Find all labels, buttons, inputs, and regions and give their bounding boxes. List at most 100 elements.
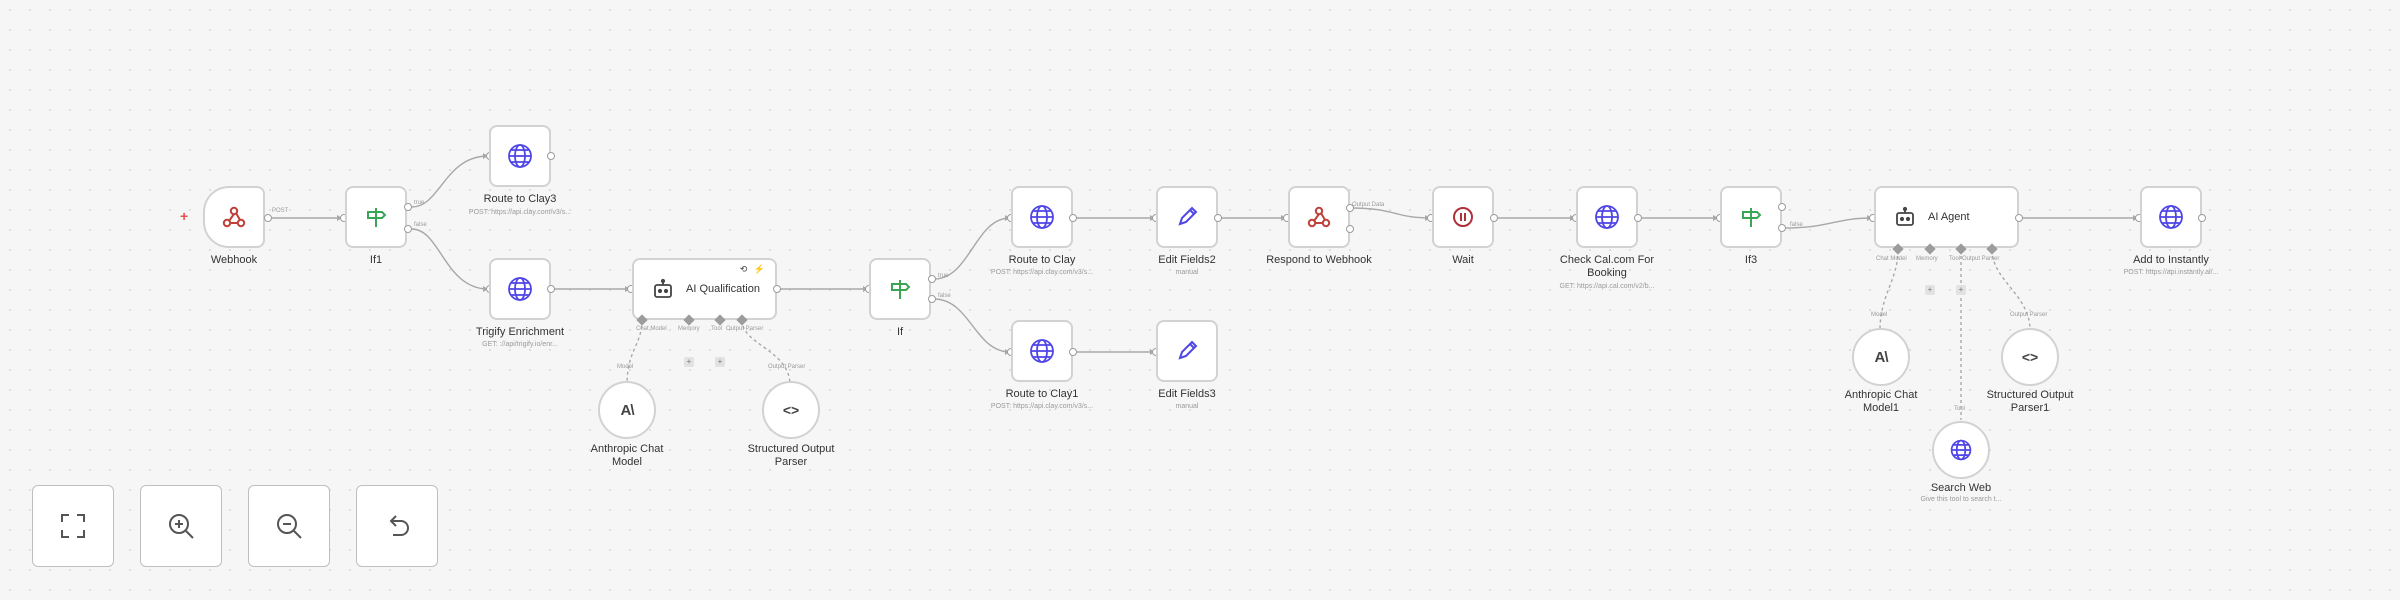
edit3-label: Edit Fields3 xyxy=(1158,388,1216,400)
add-trigger-plus-icon[interactable]: + xyxy=(180,208,189,224)
if1-true-port[interactable] xyxy=(404,203,412,211)
aiagent-chatmodel-label: Chat Model xyxy=(1876,256,1907,262)
trigify-label: Trigify Enrichment xyxy=(475,326,565,338)
aiagent-add-memory-button[interactable]: + xyxy=(1925,285,1935,295)
aiqual-title: AI Qualification xyxy=(686,283,760,295)
anthropic1-label-line1: Anthropic Chat xyxy=(590,443,664,455)
checkcal-sublabel: GET: https://api.cal.com/v2/b... xyxy=(1559,283,1655,290)
webhook-output-label: POST xyxy=(272,208,289,214)
routeclay3-label: Route to Clay3 xyxy=(483,193,557,205)
node-route-to-clay1[interactable] xyxy=(1011,320,1073,382)
parser2-label-line2: Parser1 xyxy=(2010,402,2050,414)
node-add-to-instantly[interactable] xyxy=(2140,186,2202,248)
anthropic2-port-label: Model xyxy=(1871,312,1888,318)
node-anthropic-chat-model[interactable]: A\ xyxy=(598,381,656,439)
if-true-port[interactable] xyxy=(928,275,936,283)
if-label: If xyxy=(896,326,904,338)
if-signpost-icon xyxy=(1742,208,1762,227)
robot-icon xyxy=(654,278,672,298)
if-true-label: true xyxy=(938,273,949,279)
if-false-port[interactable] xyxy=(928,295,936,303)
zoom-in-button[interactable] xyxy=(140,485,222,567)
respond-output-label: Output Data xyxy=(1352,202,1385,208)
zoom-in-icon xyxy=(169,514,194,539)
node-trigify-enrichment[interactable] xyxy=(489,258,551,320)
anthropic2-label-line1: Anthropic Chat xyxy=(1844,389,1918,401)
edit3-sublabel: manual xyxy=(1175,403,1199,410)
searchweb-sublabel: Give this tool to search t... xyxy=(1920,496,2002,503)
node-wait[interactable] xyxy=(1432,186,1494,248)
node-search-web[interactable] xyxy=(1932,421,1990,479)
aiqual-parser-label: Output Parser xyxy=(726,326,764,332)
webhook-icon xyxy=(222,206,246,228)
if3-false-port[interactable] xyxy=(1778,224,1786,232)
node-respond-to-webhook[interactable] xyxy=(1288,186,1350,248)
pause-icon xyxy=(1453,207,1473,227)
routeclay1-output-port[interactable] xyxy=(1069,348,1077,356)
fit-view-button[interactable] xyxy=(32,485,114,567)
globe-icon xyxy=(1595,205,1619,229)
code-brackets-icon: <> xyxy=(782,402,800,418)
routeclay1-sublabel: POST: https://api.clay.com/v3/s... xyxy=(990,403,1094,410)
wait-output-port[interactable] xyxy=(1490,214,1498,222)
anthropic2-label: Anthropic Chat Model1 xyxy=(1845,389,1918,415)
if3-false-label: false xyxy=(1790,222,1803,228)
edit2-output-port[interactable] xyxy=(1214,214,1222,222)
respond-label: Respond to Webhook xyxy=(1266,254,1372,266)
node-route-to-clay[interactable] xyxy=(1011,186,1073,248)
trigify-sublabel: GET: ://api/trigify.io/enr... xyxy=(482,341,558,348)
node-anthropic-chat-model1[interactable]: A\ xyxy=(1852,328,1910,386)
fit-view-icon xyxy=(61,514,85,538)
aiagent-memory-label: Memory xyxy=(1916,256,1938,262)
aiagent-add-tool-button[interactable]: + xyxy=(1956,285,1966,295)
edge-if1-trigify xyxy=(411,228,489,290)
parser2-port-label: Output Parser xyxy=(2010,312,2048,318)
edit2-label: Edit Fields2 xyxy=(1158,254,1216,266)
searchweb-port-label: Tool xyxy=(1954,406,1966,412)
webhook-output-port[interactable] xyxy=(264,214,272,222)
routeclay3-output-port[interactable] xyxy=(547,152,555,160)
pencil-icon xyxy=(1178,206,1198,226)
respond-output-port[interactable] xyxy=(1346,204,1354,212)
node-edit-fields2[interactable] xyxy=(1156,186,1218,248)
node-structured-output-parser[interactable]: <> xyxy=(762,381,820,439)
parser1-label-line1: Structured Output xyxy=(747,443,835,455)
instantly-output-port[interactable] xyxy=(2198,214,2206,222)
routeclay-output-port[interactable] xyxy=(1069,214,1077,222)
anthropic1-port-label: Model xyxy=(617,364,634,370)
aiqual-add-tool-button[interactable]: + xyxy=(715,357,725,367)
anthropic1-label: Anthropic Chat Model xyxy=(591,443,664,469)
edge-aiagent-anthropic xyxy=(1879,249,1899,331)
node-ai-qualification[interactable]: AI Qualification ⟲ ⚡ xyxy=(632,258,777,320)
reset-zoom-button[interactable] xyxy=(356,485,438,567)
if1-false-port[interactable] xyxy=(404,225,412,233)
parser2-label-line1: Structured Output xyxy=(1986,389,2074,401)
node-if[interactable] xyxy=(869,258,931,320)
trigify-output-port[interactable] xyxy=(547,285,555,293)
aiqual-output-port[interactable] xyxy=(773,285,781,293)
node-webhook[interactable] xyxy=(203,186,265,248)
node-edit-fields3[interactable] xyxy=(1156,320,1218,382)
searchweb-label: Search Web xyxy=(1930,482,1992,494)
node-if3[interactable] xyxy=(1720,186,1782,248)
node-route-to-clay3[interactable] xyxy=(489,125,551,187)
respond-output-port-2[interactable] xyxy=(1346,225,1354,233)
globe-icon xyxy=(1030,205,1054,229)
instantly-sublabel: POST: https://api.instantly.ai/... xyxy=(2123,269,2219,276)
parser1-label: Structured Output Parser xyxy=(748,443,835,469)
node-ai-agent[interactable]: AI Agent xyxy=(1874,186,2019,248)
node-structured-output-parser1[interactable]: <> xyxy=(2001,328,2059,386)
node-if1[interactable] xyxy=(345,186,407,248)
node-check-cal-booking[interactable] xyxy=(1576,186,1638,248)
if3-true-port[interactable] xyxy=(1778,203,1786,211)
checkcal-output-port[interactable] xyxy=(1634,214,1642,222)
aiagent-output-port[interactable] xyxy=(2015,214,2023,222)
robot-icon xyxy=(1896,206,1914,226)
wait-label: Wait xyxy=(1452,254,1474,266)
pencil-icon xyxy=(1178,340,1198,360)
if-signpost-icon xyxy=(891,280,911,299)
zoom-out-icon xyxy=(277,514,302,539)
zoom-out-button[interactable] xyxy=(248,485,330,567)
aiqual-add-memory-button[interactable]: + xyxy=(684,357,694,367)
